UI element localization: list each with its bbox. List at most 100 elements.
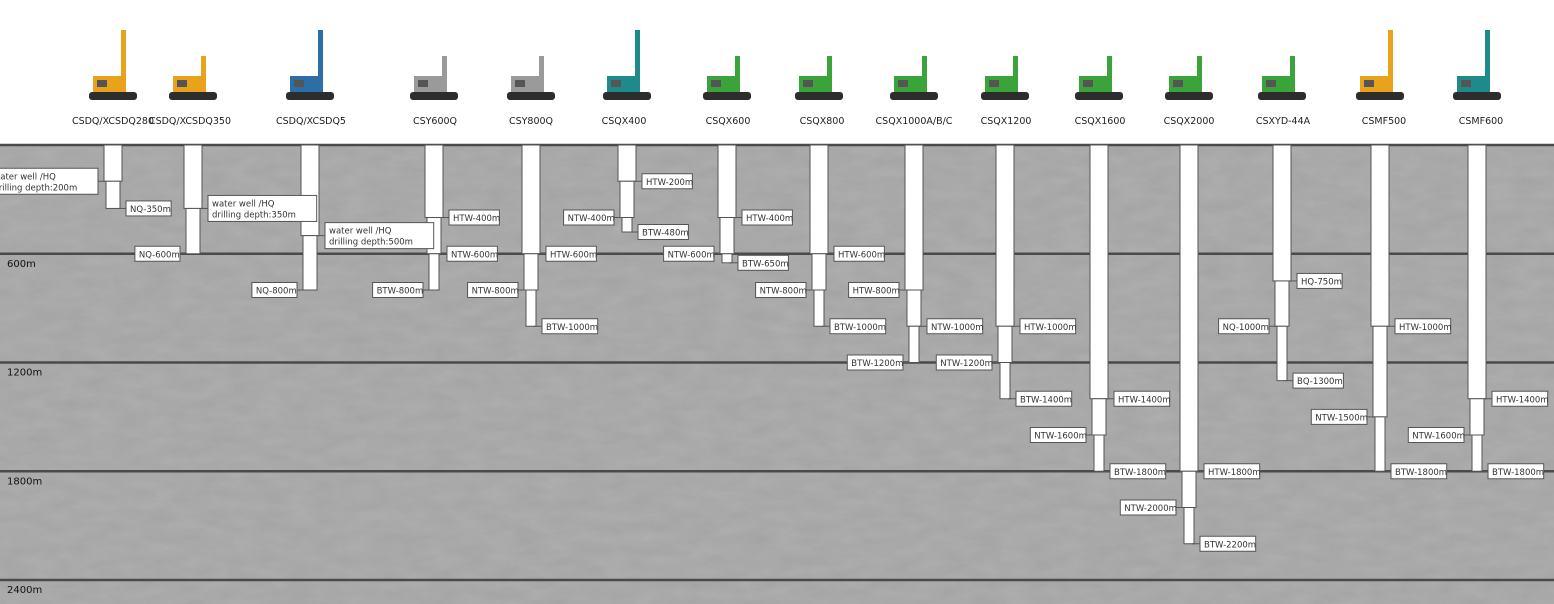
hole-segment bbox=[999, 362, 1011, 400]
depth-tag-label: NTW-2000m bbox=[1124, 504, 1177, 514]
rig-icon bbox=[286, 30, 334, 100]
depth-tag: BQ-1300m bbox=[1285, 372, 1344, 389]
depth-tag-label: BTW-1000m bbox=[834, 323, 886, 333]
depth-tag-box bbox=[637, 224, 689, 240]
depth-tag-label: HTW-200m bbox=[646, 178, 693, 188]
depth-tag-box bbox=[372, 282, 424, 298]
depth-tag-box bbox=[1218, 318, 1270, 335]
depth-tag: BTW-480m bbox=[630, 224, 689, 240]
depth-tag-label: drilling depth:350m bbox=[212, 210, 296, 220]
rig-model-label: CSMF500 bbox=[1362, 116, 1406, 127]
rig-icon bbox=[410, 56, 458, 100]
rig-icon bbox=[603, 30, 651, 100]
depth-tag: BTW-1800m bbox=[1383, 463, 1448, 480]
depth-tag: HTW-1400m bbox=[1106, 390, 1171, 407]
depth-tag-box bbox=[207, 194, 318, 222]
rig-mast bbox=[1485, 30, 1490, 92]
rig-track bbox=[703, 92, 751, 100]
hole-segment bbox=[521, 144, 541, 255]
rig-icon bbox=[795, 56, 843, 100]
rig-mast bbox=[318, 30, 323, 92]
rig-model-label: CSDQ/XCSDQ5 bbox=[276, 116, 346, 127]
depth-tag-label: NTW-600m bbox=[451, 250, 498, 260]
depth-tag-label: BQ-1300m bbox=[1297, 377, 1343, 387]
rig-engine bbox=[515, 80, 525, 87]
hole-segment bbox=[1469, 398, 1485, 436]
rig-engine bbox=[711, 80, 721, 87]
hole-segment bbox=[809, 144, 829, 255]
rig-icon bbox=[169, 56, 217, 100]
rig-track bbox=[286, 92, 334, 100]
rig-mast bbox=[539, 56, 544, 92]
rig-track bbox=[1356, 92, 1404, 100]
rig-model-label: CSMF600 bbox=[1459, 116, 1503, 127]
depth-tag-label: NTW-1500m bbox=[1315, 413, 1368, 423]
rig-track bbox=[169, 92, 217, 100]
rig-track bbox=[603, 92, 651, 100]
depth-tag-label: HTW-600m bbox=[550, 250, 597, 260]
rig-icon bbox=[1356, 30, 1404, 100]
rig-mast bbox=[922, 56, 927, 92]
rig-mast bbox=[1107, 56, 1112, 92]
depth-tag: BTW-1000m bbox=[822, 318, 887, 335]
rig-model-label: CSQX2000 bbox=[1164, 116, 1215, 127]
depth-tag-box bbox=[935, 354, 993, 371]
rig-engine bbox=[1173, 80, 1183, 87]
hole-segment bbox=[1370, 144, 1390, 327]
depth-tag-box bbox=[1113, 390, 1171, 407]
hole-segment bbox=[1372, 325, 1388, 418]
rig-engine bbox=[1461, 80, 1471, 87]
hole-segment bbox=[717, 144, 737, 218]
depth-tag-box bbox=[848, 282, 900, 298]
depth-tag-box bbox=[1109, 463, 1167, 480]
rig-track bbox=[795, 92, 843, 100]
depth-tag-box bbox=[563, 209, 615, 226]
depth-tag-box bbox=[125, 200, 172, 217]
rig-track bbox=[1258, 92, 1306, 100]
rig-mast bbox=[827, 56, 832, 92]
depth-tag-label: HTW-1000m bbox=[1399, 323, 1452, 333]
depth-tag: BTW-1200m bbox=[846, 354, 911, 371]
depth-tag-box bbox=[0, 167, 99, 195]
rig-mast bbox=[735, 56, 740, 92]
rig-engine bbox=[177, 80, 187, 87]
rig-track bbox=[507, 92, 555, 100]
depth-tag-box bbox=[545, 245, 597, 262]
depth-tag-label: NTW-800m bbox=[760, 287, 807, 297]
hole-segment bbox=[525, 289, 537, 327]
depth-tag-label: NTW-800m bbox=[472, 287, 519, 297]
depth-tag-label: HTW-400m bbox=[746, 214, 793, 224]
depth-tag: NTW-1200m bbox=[935, 354, 1000, 371]
depth-tag-label: HTW-1400m bbox=[1496, 395, 1549, 405]
depth-tag: HQ-750m bbox=[1289, 272, 1343, 289]
depth-tag-box bbox=[1029, 427, 1087, 443]
rig-mast bbox=[635, 30, 640, 92]
hole-segment bbox=[185, 207, 201, 255]
depth-tag-label: NTW-1600m bbox=[1412, 432, 1465, 442]
depth-tag-label: HTW-1400m bbox=[1118, 395, 1171, 405]
rig-model-label: CSDQ/XCSDQ350 bbox=[149, 116, 231, 127]
depth-tag: NTW-600m bbox=[439, 245, 498, 262]
depth-tag-box bbox=[134, 245, 181, 262]
rig-model-label: CSQX800 bbox=[800, 116, 845, 127]
hole-segment bbox=[1091, 398, 1107, 436]
rig-engine bbox=[803, 80, 813, 87]
hole-segment bbox=[1272, 144, 1292, 282]
depth-tag-box bbox=[1491, 390, 1549, 407]
depth-tag: BTW-1800m bbox=[1480, 463, 1545, 480]
rig-icon bbox=[1075, 56, 1123, 100]
depth-tag: HTW-600m bbox=[538, 245, 597, 262]
depth-tag-label: NTW-1200m bbox=[940, 359, 993, 369]
depth-tag: NTW-1600m bbox=[1029, 427, 1094, 443]
rig-icon bbox=[1453, 30, 1501, 100]
rig-engine bbox=[294, 80, 304, 87]
depth-tag: NQ-1000m bbox=[1218, 318, 1277, 335]
rig-engine bbox=[989, 80, 999, 87]
rig-track bbox=[89, 92, 137, 100]
rig-model-label: CSQX1600 bbox=[1075, 116, 1126, 127]
depth-tag: HTW-1800m bbox=[1196, 463, 1261, 480]
depth-tag: HTW-1400m bbox=[1484, 390, 1549, 407]
depth-tag-label: NQ-350m bbox=[130, 205, 171, 215]
